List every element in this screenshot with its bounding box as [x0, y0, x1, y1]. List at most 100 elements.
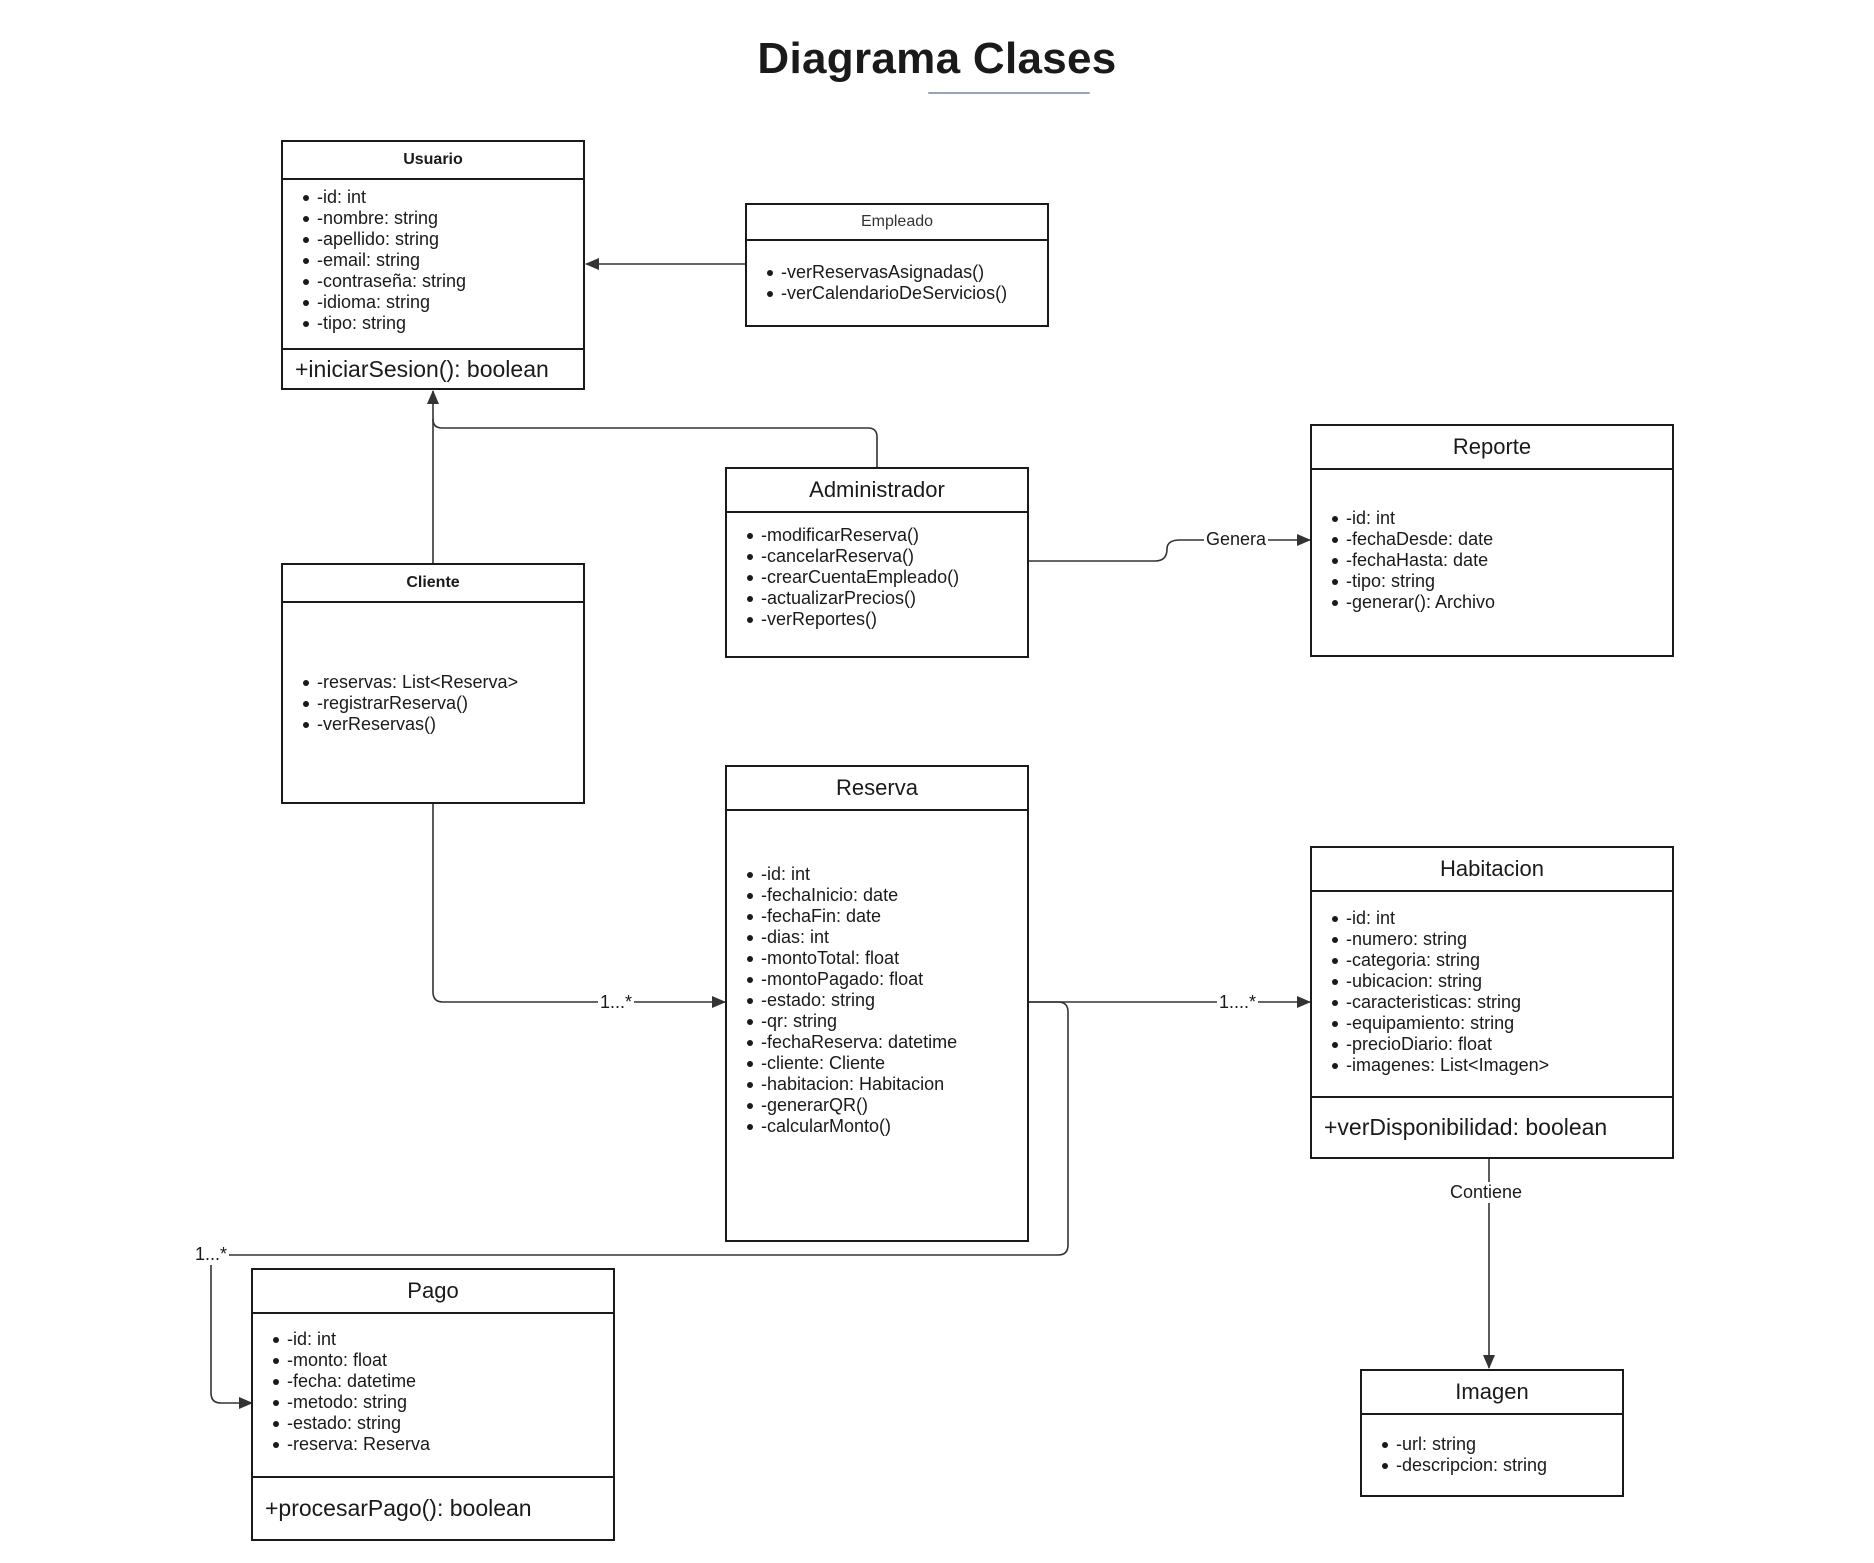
members-section: -id: int-fechaInicio: date-fechaFin: dat…: [727, 811, 1027, 1137]
member-item: -descripcion: string: [1362, 1455, 1622, 1476]
class-usuario[interactable]: Usuario -id: int-nombre: string-apellido…: [281, 140, 585, 390]
member-item: -ubicacion: string: [1312, 971, 1672, 992]
class-name: Reporte: [1312, 426, 1672, 470]
class-imagen[interactable]: Imagen -url: string-descripcion: string: [1360, 1369, 1624, 1497]
class-habitacion[interactable]: Habitacion -id: int-numero: string-categ…: [1310, 846, 1674, 1159]
member-list: -modificarReserva()-cancelarReserva()-cr…: [727, 525, 1027, 630]
member-item: -actualizarPrecios(): [727, 588, 1027, 609]
member-item: -tipo: string: [283, 313, 583, 334]
member-item: -cliente: Cliente: [727, 1053, 1027, 1074]
attribute-list: -id: int-monto: float-fecha: datetime-me…: [253, 1329, 613, 1455]
member-item: -caracteristicas: string: [1312, 992, 1672, 1013]
member-item: -equipamiento: string: [1312, 1013, 1672, 1034]
member-item: -dias: int: [727, 927, 1027, 948]
member-item: -registrarReserva(): [283, 693, 583, 714]
member-item: -crearCuentaEmpleado(): [727, 567, 1027, 588]
member-item: -idioma: string: [283, 292, 583, 313]
member-item: -habitacion: Habitacion: [727, 1074, 1027, 1095]
class-reserva[interactable]: Reserva -id: int-fechaInicio: date-fecha…: [725, 765, 1029, 1242]
class-administrador[interactable]: Administrador -modificarReserva()-cancel…: [725, 467, 1029, 658]
class-pago[interactable]: Pago -id: int-monto: float-fecha: dateti…: [251, 1268, 615, 1541]
member-item: -fechaFin: date: [727, 906, 1027, 927]
attribute-list: -id: int-numero: string-categoria: strin…: [1312, 908, 1672, 1076]
class-name: Empleado: [747, 205, 1047, 241]
member-item: -verReservas(): [283, 714, 583, 735]
title-underline: [928, 92, 1090, 94]
operation: +iniciarSesion(): boolean: [295, 355, 549, 382]
class-name: Pago: [253, 1270, 613, 1314]
member-item: -numero: string: [1312, 929, 1672, 950]
operation: +procesarPago(): boolean: [265, 1495, 532, 1521]
reserva-habitacion-multiplicity: 1....*: [1217, 992, 1259, 1013]
member-item: -montoPagado: float: [727, 969, 1027, 990]
member-item: -email: string: [283, 250, 583, 271]
member-item: -montoTotal: float: [727, 948, 1027, 969]
class-name: Imagen: [1362, 1371, 1622, 1415]
administrador-usuario-line: [432, 418, 878, 467]
member-item: -contraseña: string: [283, 271, 583, 292]
member-item: -nombre: string: [283, 208, 583, 229]
member-list: -reservas: List<Reserva>-registrarReserv…: [283, 672, 583, 735]
cliente-reserva-line: [432, 803, 726, 1008]
member-item: -fecha: datetime: [253, 1371, 613, 1392]
member-item: -calcularMonto(): [727, 1116, 1027, 1137]
members-section: -id: int-fechaDesde: date-fechaHasta: da…: [1312, 470, 1672, 613]
member-item: -metodo: string: [253, 1392, 613, 1413]
members-section: -verReservasAsignadas()-verCalendarioDeS…: [747, 241, 1047, 304]
attributes-section: -id: int-monto: float-fecha: datetime-me…: [253, 1314, 613, 1478]
member-list: -verReservasAsignadas()-verCalendarioDeS…: [747, 262, 1047, 304]
member-item: -id: int: [1312, 908, 1672, 929]
member-item: -id: int: [253, 1329, 613, 1350]
member-item: -precioDiario: float: [1312, 1034, 1672, 1055]
class-name: Administrador: [727, 469, 1027, 513]
class-reporte[interactable]: Reporte -id: int-fechaDesde: date-fechaH…: [1310, 424, 1674, 657]
class-name: Cliente: [283, 565, 583, 603]
member-item: -qr: string: [727, 1011, 1027, 1032]
member-item: -reservas: List<Reserva>: [283, 672, 583, 693]
class-name: Habitacion: [1312, 848, 1672, 892]
member-item: -generarQR(): [727, 1095, 1027, 1116]
class-empleado[interactable]: Empleado -verReservasAsignadas()-verCale…: [745, 203, 1049, 327]
reserva-pago-line: [210, 1001, 1069, 1409]
member-item: -monto: float: [253, 1350, 613, 1371]
cliente-reserva-multiplicity: 1...*: [598, 992, 635, 1013]
member-item: -id: int: [1312, 508, 1672, 529]
member-item: -id: int: [283, 187, 583, 208]
attributes-section: -id: int-nombre: string-apellido: string…: [283, 180, 583, 350]
diagram-title: Diagrama Clases: [757, 34, 1117, 83]
administrador-reporte-line: [1026, 534, 1311, 562]
member-item: -fechaHasta: date: [1312, 550, 1672, 571]
member-item: -fechaReserva: datetime: [727, 1032, 1027, 1053]
attributes-section: -id: int-numero: string-categoria: strin…: [1312, 892, 1672, 1098]
reserva-pago-multiplicity: 1...*: [193, 1244, 230, 1265]
member-item: -reserva: Reserva: [253, 1434, 613, 1455]
member-item: -estado: string: [253, 1413, 613, 1434]
class-name: Usuario: [283, 142, 583, 180]
member-list: -url: string-descripcion: string: [1362, 1434, 1622, 1476]
member-item: -categoria: string: [1312, 950, 1672, 971]
member-item: -fechaInicio: date: [727, 885, 1027, 906]
member-list: -id: int-fechaDesde: date-fechaHasta: da…: [1312, 508, 1672, 613]
member-item: -estado: string: [727, 990, 1027, 1011]
member-item: -fechaDesde: date: [1312, 529, 1672, 550]
member-item: -modificarReserva(): [727, 525, 1027, 546]
operation: +verDisponibilidad: boolean: [1324, 1114, 1608, 1140]
member-item: -tipo: string: [1312, 571, 1672, 592]
class-cliente[interactable]: Cliente -reservas: List<Reserva>-registr…: [281, 563, 585, 804]
contiene-label: Contiene: [1448, 1182, 1525, 1203]
member-item: -imagenes: List<Imagen>: [1312, 1055, 1672, 1076]
member-item: -verReservasAsignadas(): [747, 262, 1047, 283]
members-section: -reservas: List<Reserva>-registrarReserv…: [283, 603, 583, 735]
member-item: -apellido: string: [283, 229, 583, 250]
members-section: -modificarReserva()-cancelarReserva()-cr…: [727, 513, 1027, 630]
member-item: -verReportes(): [727, 609, 1027, 630]
member-item: -cancelarReserva(): [727, 546, 1027, 567]
attribute-list: -id: int-nombre: string-apellido: string…: [283, 187, 583, 334]
genera-label: Genera: [1204, 529, 1269, 550]
member-item: -generar(): Archivo: [1312, 592, 1672, 613]
member-item: -url: string: [1362, 1434, 1622, 1455]
member-item: -id: int: [727, 864, 1027, 885]
member-item: -verCalendarioDeServicios(): [747, 283, 1047, 304]
